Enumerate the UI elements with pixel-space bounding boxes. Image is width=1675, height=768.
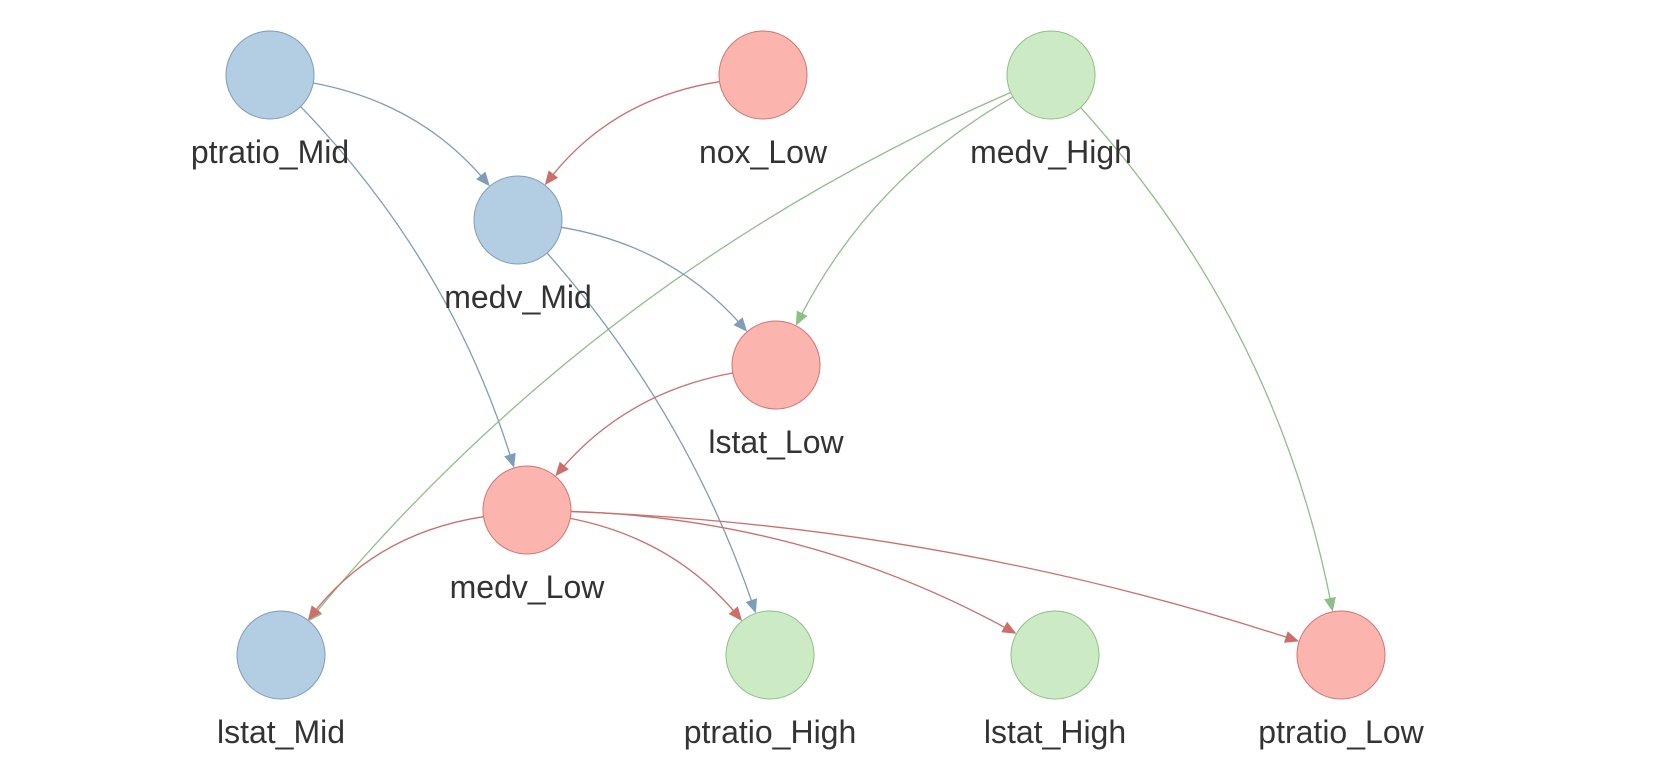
arrowhead-icon xyxy=(1284,631,1300,643)
arrowhead-icon xyxy=(1001,621,1017,634)
node-label: lstat_High xyxy=(984,714,1126,750)
edge-line xyxy=(313,82,487,183)
arrowhead-icon xyxy=(733,317,748,332)
edge-line xyxy=(546,252,755,608)
node-label: ptratio_High xyxy=(684,714,857,750)
node-circle[interactable] xyxy=(473,175,563,265)
edge-medv_Low-to-ptratio_High xyxy=(570,517,743,621)
arrowhead-icon xyxy=(795,310,808,326)
arrowhead-icon xyxy=(728,606,743,621)
node-label: medv_Low xyxy=(450,569,606,605)
node-label: ptratio_Mid xyxy=(191,134,349,170)
node-circle[interactable] xyxy=(236,610,326,700)
arrowhead-icon xyxy=(544,170,559,186)
edge-medv_Mid-to-ptratio_High xyxy=(546,252,757,614)
arrowhead-icon xyxy=(476,171,490,187)
edge-medv_High-to-lstat_Mid xyxy=(309,91,1011,622)
node-ptratio_Low[interactable]: ptratio_Low xyxy=(1258,610,1425,750)
node-circle[interactable] xyxy=(725,610,815,700)
node-medv_High[interactable]: medv_High xyxy=(970,30,1132,170)
edge-line xyxy=(311,516,484,616)
edge-medv_High-to-ptratio_Low xyxy=(1080,107,1336,612)
node-circle[interactable] xyxy=(1296,610,1386,700)
node-label: nox_Low xyxy=(699,134,828,170)
arrowhead-icon xyxy=(307,605,322,621)
edge-line xyxy=(1080,107,1333,607)
node-label: lstat_Low xyxy=(708,424,844,460)
node-circle[interactable] xyxy=(482,465,572,555)
node-medv_Mid[interactable]: medv_Mid xyxy=(444,175,592,315)
edge-line xyxy=(570,510,1012,632)
edge-nox_Low-to-medv_Mid xyxy=(544,81,720,186)
edge-line xyxy=(570,510,1294,641)
node-label: medv_High xyxy=(970,134,1132,170)
node-ptratio_Mid[interactable]: ptratio_Mid xyxy=(191,30,349,170)
node-circle[interactable] xyxy=(718,30,808,120)
node-lstat_Mid[interactable]: lstat_Mid xyxy=(217,610,345,750)
node-label: medv_Mid xyxy=(444,279,592,315)
edge-line xyxy=(561,226,744,328)
node-layer: ptratio_Mid nox_Low medv_High medv_Midlstat… xyxy=(191,30,1425,750)
node-circle[interactable] xyxy=(225,30,315,120)
edge-lstat_Low-to-medv_Low xyxy=(555,372,733,477)
node-lstat_High[interactable]: lstat_High xyxy=(984,610,1126,750)
edge-ptratio_Mid-to-medv_Low xyxy=(300,106,516,468)
node-label: lstat_Mid xyxy=(217,714,345,750)
node-ptratio_High[interactable]: ptratio_High xyxy=(684,610,857,750)
edge-medv_Low-to-lstat_Mid xyxy=(307,516,484,621)
node-label: ptratio_Low xyxy=(1258,714,1424,750)
node-medv_Low[interactable]: medv_Low xyxy=(450,465,606,605)
arrowhead-icon xyxy=(745,598,757,614)
edge-line xyxy=(558,372,733,473)
edge-line xyxy=(300,106,513,463)
node-circle[interactable] xyxy=(1010,610,1100,700)
arrowhead-icon xyxy=(555,461,569,477)
edge-medv_Low-to-lstat_High xyxy=(570,510,1017,634)
edge-line xyxy=(547,81,720,181)
edge-medv_High-to-lstat_Low xyxy=(795,96,1014,326)
edge-medv_Low-to-ptratio_Low xyxy=(570,510,1300,643)
edge-line xyxy=(312,91,1011,617)
arrowhead-icon xyxy=(504,452,516,468)
node-nox_Low[interactable]: nox_Low xyxy=(699,30,828,170)
edge-line xyxy=(570,517,739,617)
node-circle[interactable] xyxy=(1006,30,1096,120)
edge-medv_Mid-to-lstat_Low xyxy=(561,226,748,332)
edge-layer xyxy=(300,81,1336,643)
edge-ptratio_Mid-to-medv_Mid xyxy=(313,82,490,187)
edge-line xyxy=(797,96,1014,321)
node-circle[interactable] xyxy=(731,320,821,410)
node-lstat_Low[interactable]: lstat_Low xyxy=(708,320,844,460)
arrowhead-icon xyxy=(1324,596,1336,612)
